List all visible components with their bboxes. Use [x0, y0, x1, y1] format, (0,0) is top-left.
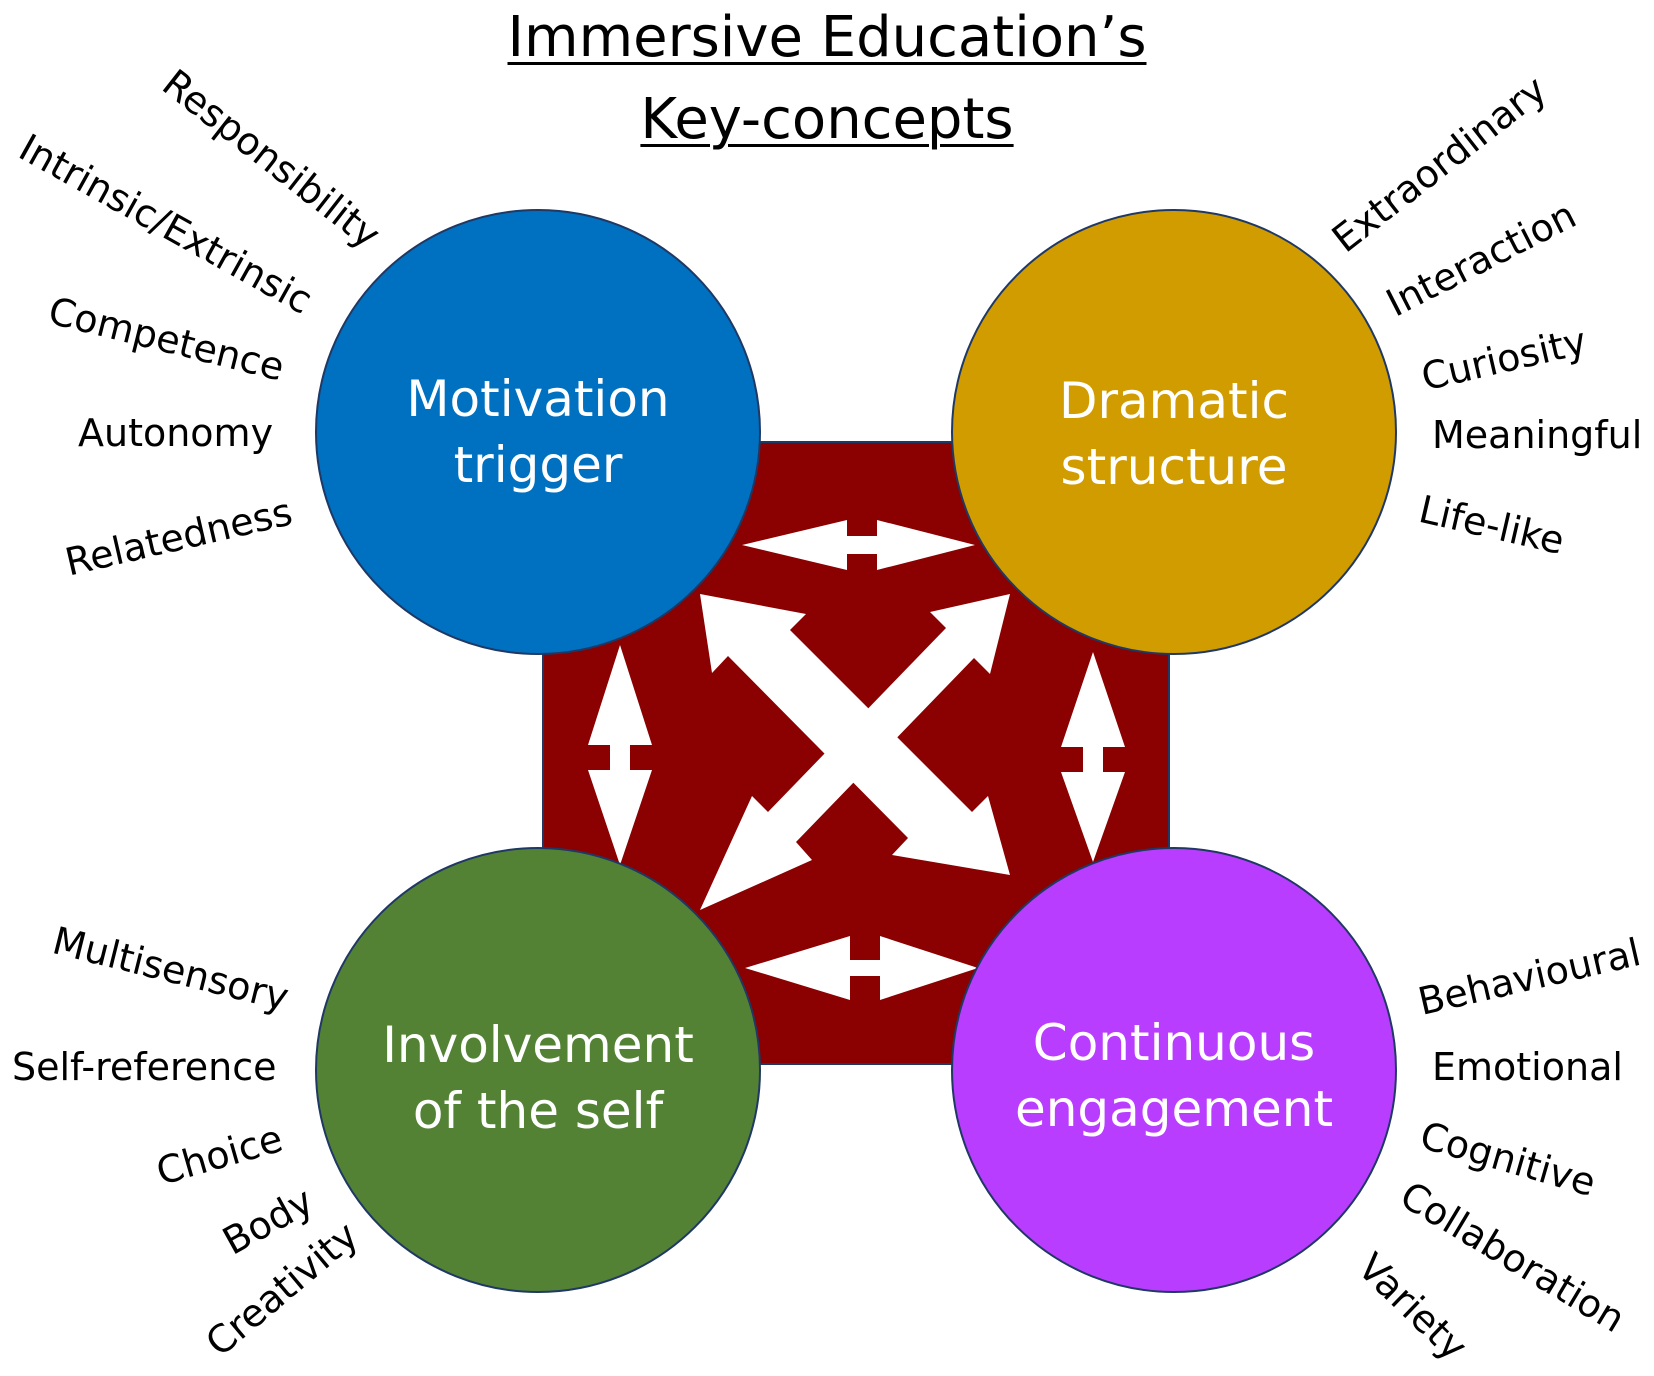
arrow-left-vertical [588, 645, 652, 865]
circle-motivation-trigger [315, 209, 761, 655]
circle-involvement-of-the-self [315, 847, 761, 1293]
arrow-diagonal-tr-bl [700, 594, 1010, 910]
keyword-autonomy: Autonomy [78, 411, 274, 455]
label-engagement-line-2: engagement [1014, 1080, 1334, 1138]
label-involvement-of-the-self: Involvement of the self [338, 1012, 738, 1144]
arrow-right-vertical [1061, 652, 1125, 862]
label-motivation-line-1: Motivation [406, 370, 670, 428]
circle-continuous-engagement [951, 847, 1397, 1293]
arrow-top-horizontal [742, 520, 975, 570]
arrows-group [588, 520, 1125, 1000]
title-line-2: Key-concepts [640, 87, 1014, 152]
label-continuous-engagement: Continuous engagement [974, 1010, 1374, 1142]
label-involvement-line-1: Involvement [382, 1016, 694, 1074]
label-involvement-line-2: of the self [412, 1082, 664, 1140]
keyword-emotional: Emotional [1432, 1045, 1623, 1089]
keyword-meaningful: Meaningful [1432, 413, 1643, 457]
label-engagement-line-1: Continuous [1032, 1014, 1316, 1072]
label-dramatic-line-2: structure [1060, 438, 1288, 496]
label-dramatic-structure: Dramatic structure [974, 368, 1374, 500]
circle-dramatic-structure [951, 209, 1397, 655]
label-dramatic-line-1: Dramatic [1058, 372, 1290, 430]
keyword-self-reference: Self-reference [12, 1045, 277, 1089]
label-motivation-trigger: Motivation trigger [338, 366, 738, 498]
title-line-1: Immersive Education’s [507, 5, 1147, 70]
arrow-bottom-horizontal [745, 936, 978, 1000]
label-motivation-line-2: trigger [453, 436, 623, 494]
